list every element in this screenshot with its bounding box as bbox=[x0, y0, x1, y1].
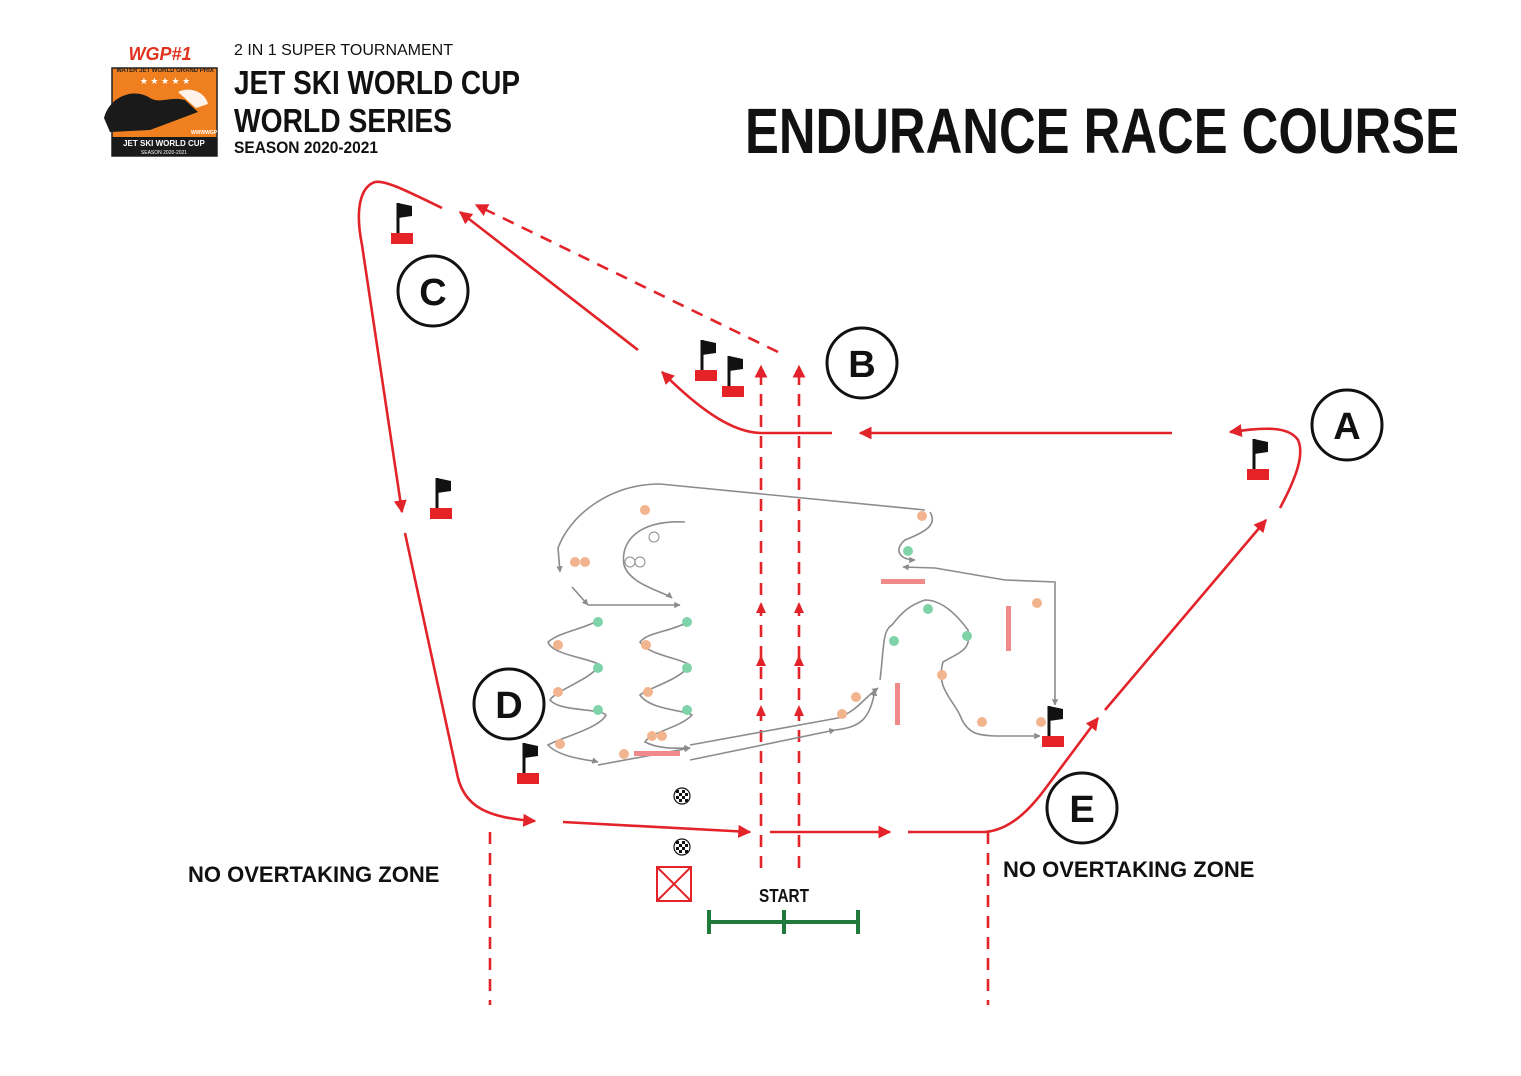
marker-b-label: B bbox=[848, 344, 875, 386]
marker-a-label: A bbox=[1333, 406, 1360, 448]
logo-banner-band bbox=[112, 137, 217, 156]
barrier-strips bbox=[634, 579, 1011, 756]
no-overtaking-zone-left: NO OVERTAKING ZONE bbox=[188, 862, 439, 887]
start-lane-arrows bbox=[756, 602, 804, 716]
title-line-2: WORLD SERIES bbox=[234, 102, 452, 139]
logo-banner: JET SKI WORLD CUP bbox=[123, 139, 205, 148]
course-path-bottom-1 bbox=[562, 820, 752, 838]
title-line-1: JET SKI WORLD CUP bbox=[234, 64, 520, 101]
green-buoys bbox=[593, 546, 972, 715]
flag-e bbox=[1040, 704, 1066, 749]
logo-brand: WGP#1 bbox=[128, 44, 191, 64]
course-path-b-turn bbox=[661, 371, 832, 435]
course-title: ENDURANCE RACE COURSE bbox=[745, 95, 1459, 167]
logo-season: SEASON 2020-2021 bbox=[141, 150, 187, 156]
marker-a: A bbox=[1310, 388, 1384, 462]
start-label: START bbox=[759, 886, 809, 906]
marker-e: E bbox=[1045, 771, 1119, 845]
event-logo: WGP#1 WATER JET WORLD GRAND PRIX ★ ★ ★ ★… bbox=[104, 44, 218, 157]
inner-slalom-course bbox=[546, 483, 1059, 766]
course-path-e-turn bbox=[908, 716, 1100, 834]
flag-c bbox=[389, 201, 415, 246]
marker-e-label: E bbox=[1069, 789, 1094, 831]
course-path-c-loop bbox=[357, 180, 443, 514]
crossed-box-icon bbox=[656, 866, 692, 902]
course-path-b-to-c-dashed bbox=[474, 203, 779, 354]
checkered-buoy-icon bbox=[673, 838, 691, 856]
marker-b: B bbox=[825, 326, 899, 400]
course-path-e-to-a bbox=[1104, 519, 1267, 711]
flag-a bbox=[1245, 437, 1271, 482]
marker-d: D bbox=[472, 667, 546, 741]
tagline: 2 IN 1 SUPER TOURNAMENT bbox=[234, 42, 453, 59]
jetski-silhouette-icon bbox=[104, 93, 198, 132]
course-path-c-to-d bbox=[403, 532, 537, 827]
checkered-buoy-icon bbox=[673, 787, 691, 805]
rider-silhouette-icon bbox=[178, 89, 208, 108]
season-label: SEASON 2020-2021 bbox=[234, 138, 378, 157]
logo-subtitle: WATER JET WORLD GRAND PRIX bbox=[116, 68, 214, 74]
course-path-b-to-c bbox=[458, 210, 639, 352]
no-overtaking-zone-right: NO OVERTAKING ZONE bbox=[1003, 857, 1254, 882]
marker-c-label: C bbox=[419, 272, 446, 314]
course-path-a-loop bbox=[1228, 424, 1302, 509]
logo-corner-mark: WWWWGP bbox=[191, 130, 218, 136]
flag-b-2 bbox=[720, 354, 746, 399]
marker-d-label: D bbox=[495, 685, 522, 727]
marker-c: C bbox=[396, 254, 470, 328]
flag-b-1 bbox=[693, 338, 719, 383]
start-line bbox=[707, 910, 860, 934]
white-buoys bbox=[624, 531, 660, 568]
orange-buoys bbox=[553, 505, 1046, 759]
outer-course bbox=[357, 180, 1302, 1005]
flag-c-lower bbox=[428, 476, 454, 521]
logo-stars: ★ ★ ★ ★ ★ bbox=[140, 76, 190, 86]
flag-d bbox=[515, 741, 541, 786]
